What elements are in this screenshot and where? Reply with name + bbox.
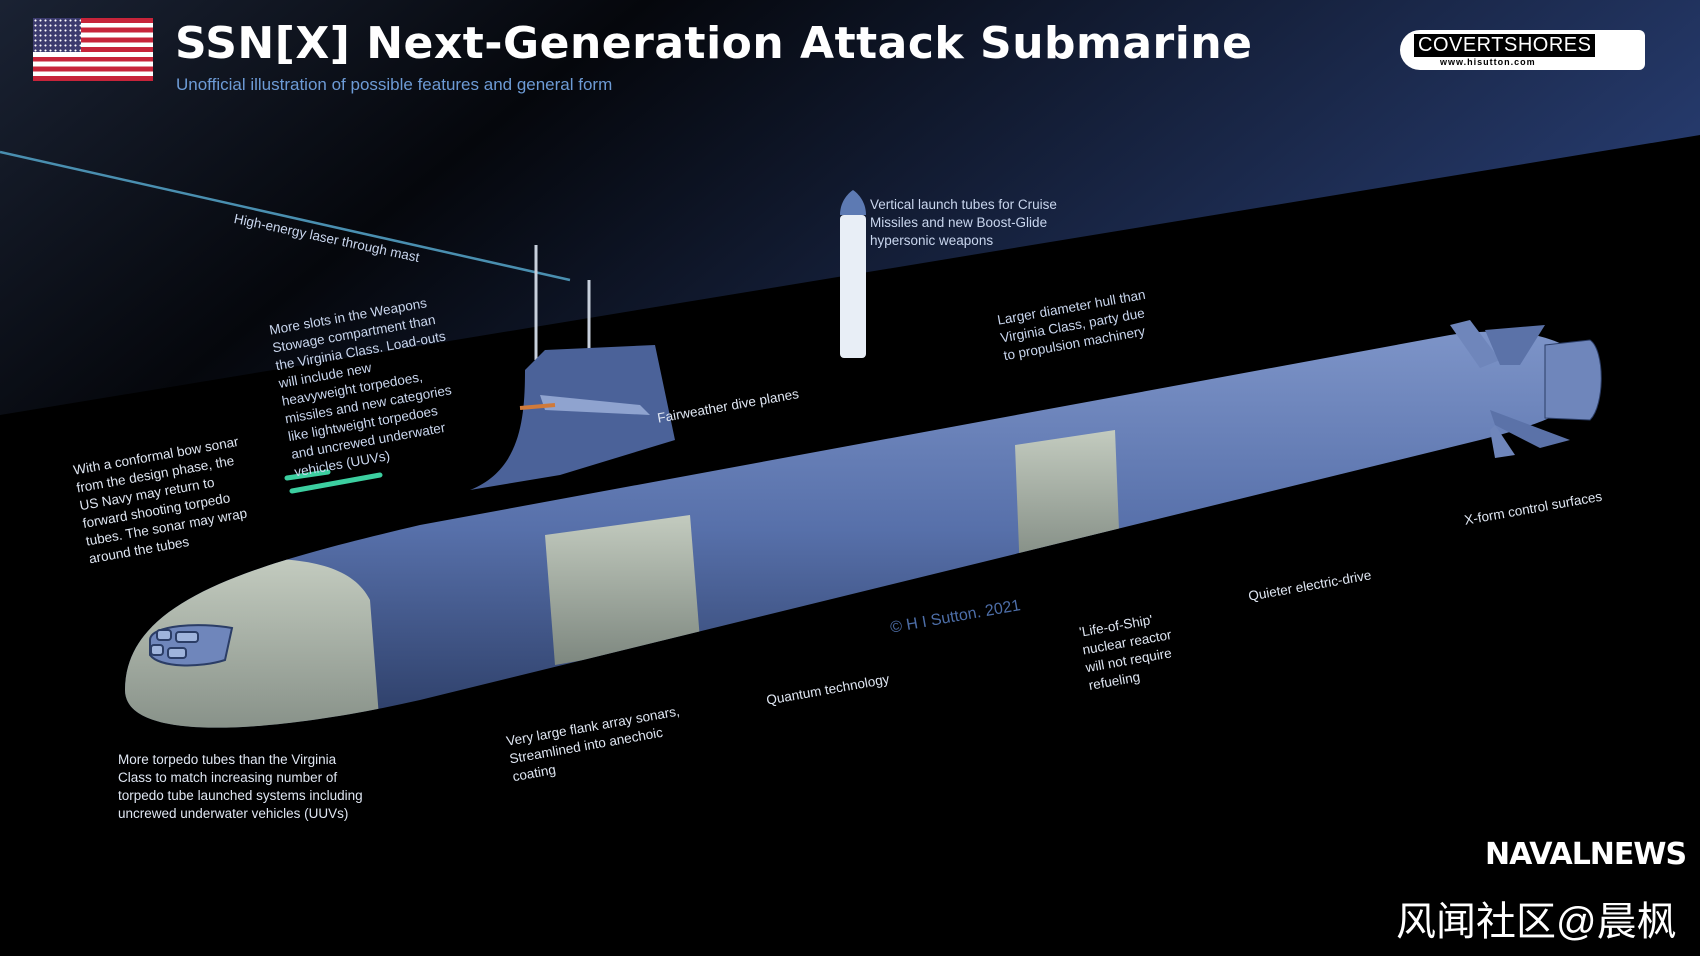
covertshores-logo: COVERTSHORES www.hisutton.com xyxy=(1400,30,1645,70)
reactor-annotation: 'Life-of-Ship' nuclear reactor will not … xyxy=(1078,612,1173,693)
page-title: SSN[X] Next-Generation Attack Submarine xyxy=(175,18,1253,69)
watermark: 风闻社区@晨枫 xyxy=(1396,900,1677,944)
stern-propulsor xyxy=(1450,320,1602,458)
uuv-icons xyxy=(284,469,383,494)
navalnews-logo: NAVALNEWS xyxy=(1485,837,1687,872)
us-flag-icon xyxy=(33,18,153,81)
torpedo-tubes-annotation: More torpedo tubes than the Virginia Cla… xyxy=(118,752,363,821)
page-subtitle: Unofficial illustration of possible feat… xyxy=(176,75,613,94)
logo-name: COVERTSHORES xyxy=(1414,34,1596,57)
masts xyxy=(534,245,591,360)
weapons-annotation: More slots in the Weapons Stowage compar… xyxy=(268,295,453,480)
sail xyxy=(470,345,675,490)
bow-torpedo-tubes xyxy=(149,624,234,667)
vls-missile xyxy=(840,190,866,358)
logo-url: www.hisutton.com xyxy=(1440,57,1536,67)
laser-beam xyxy=(0,150,571,282)
vls-annotation: Vertical launch tubes for Cruise Missile… xyxy=(870,197,1057,248)
